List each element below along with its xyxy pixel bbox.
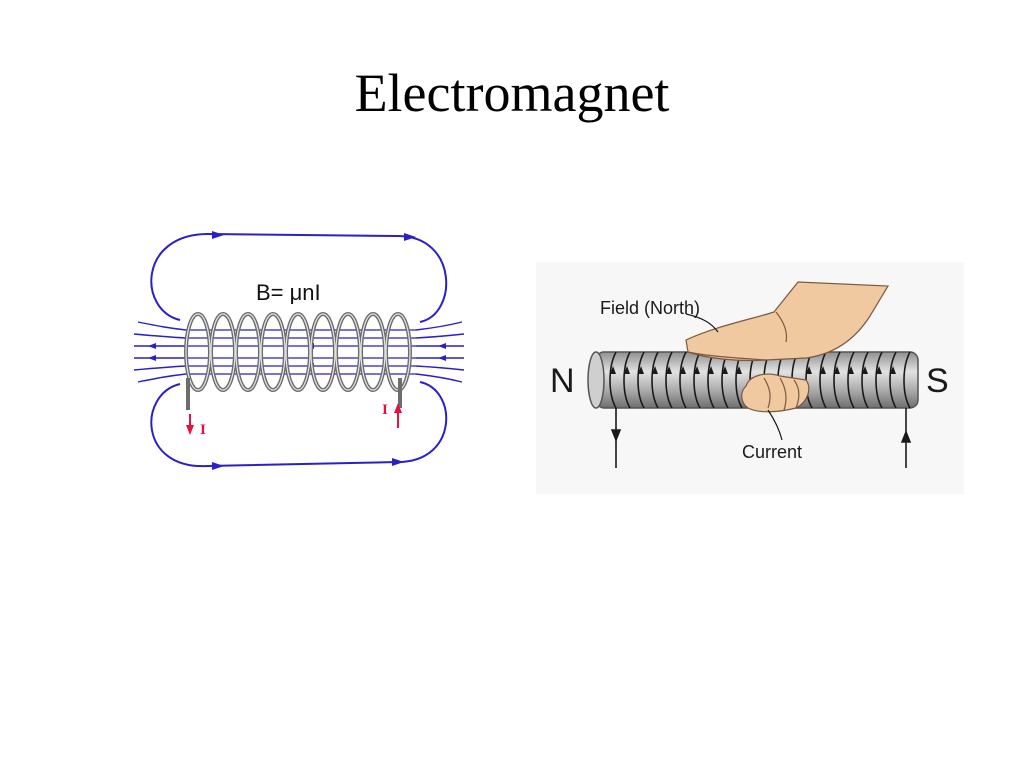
rod-leads (610, 408, 912, 468)
formula-label: B= μnI (256, 280, 321, 305)
interior-field-arrows (148, 343, 446, 369)
current-arrows (186, 403, 402, 435)
current-label-right: I (382, 402, 388, 418)
current-label-left: I (200, 422, 206, 438)
interior-field-lines (186, 329, 416, 375)
right-field-fan (415, 321, 465, 383)
outer-field-arrows (212, 231, 416, 470)
slide-title: Electromagnet (354, 63, 670, 123)
rod-end-left (587, 351, 605, 409)
pole-north-label: N (550, 362, 575, 400)
solenoid-diagram: I I B= μnI (128, 222, 468, 480)
winding-arrows (610, 366, 896, 374)
left-field-fan (133, 321, 187, 383)
coil-turns (184, 312, 412, 392)
callout-lines (685, 313, 783, 441)
outer-field-lines (150, 232, 448, 468)
coil-highlights (185, 313, 411, 391)
hand-rule-diagram: N S Field (North) Current (536, 262, 964, 494)
field-north-label: Field (North) (600, 298, 700, 318)
lead-wires (186, 378, 402, 410)
right-hand (685, 281, 890, 413)
pole-south-label: S (926, 362, 949, 400)
current-label: Current (742, 442, 802, 462)
